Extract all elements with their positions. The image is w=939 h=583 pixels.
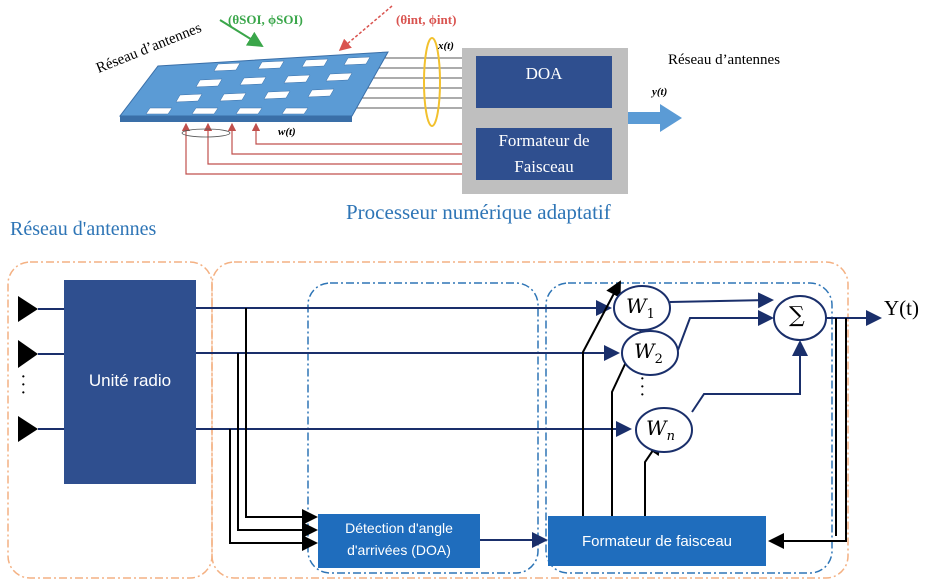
wn-to-sum <box>691 340 808 413</box>
x-label: x(t) <box>438 40 454 52</box>
soi-arrow <box>219 19 264 48</box>
antenna-ellipsis: · · · <box>21 370 26 401</box>
antenna-section-outline <box>7 261 213 579</box>
w-label: w(t) <box>278 126 296 138</box>
antenna-section-label: Réseau d'antennes <box>10 218 157 240</box>
weight-n-label: Wn <box>646 416 675 444</box>
weights-ellipsis: · · · <box>640 372 645 403</box>
doa-block-label-2: d'arrivées (DOA) <box>347 542 451 558</box>
signal-bundle-ellipse <box>423 37 441 127</box>
top-beamformer-label-2: Faisceau <box>514 157 574 176</box>
top-beamformer-box <box>476 128 612 180</box>
w1-to-sum <box>669 292 774 309</box>
int-angles-label: (θint, ϕint) <box>396 12 457 27</box>
weight-1-label: W1 <box>626 294 655 322</box>
y-label: y(t) <box>652 86 668 98</box>
interference-arrow <box>338 5 393 51</box>
weight-n-node <box>635 407 693 453</box>
output-arrow <box>628 104 682 132</box>
antenna-1-icon <box>18 296 38 322</box>
antenna-n-icon <box>18 416 38 442</box>
output-feedback-line <box>768 318 847 549</box>
doa-block <box>318 514 480 568</box>
antenna-array-edge <box>120 116 352 122</box>
summer-symbol: ∑ <box>789 303 805 328</box>
w2-to-sum <box>677 310 774 351</box>
weights-ellipse <box>181 128 231 138</box>
doa-box-label: DOA <box>525 64 563 83</box>
beamformer-block <box>548 516 766 566</box>
top-beamformer-label-1: Formateur de <box>498 131 590 150</box>
weight-2-node <box>621 330 679 376</box>
output-label: Y(t) <box>884 296 919 320</box>
beamformer-block-label: Formateur de faisceau <box>581 532 733 550</box>
doa-input-taps <box>229 308 318 551</box>
top-output-label: Réseau d’antennes <box>668 52 781 68</box>
antenna-2-icon <box>18 340 38 368</box>
doa-block-label-1: Détection d'angle <box>345 520 453 536</box>
antenna-elements <box>145 56 371 115</box>
processor-caption: Processeur numérique adaptatif <box>346 200 611 224</box>
doa-box <box>476 56 612 108</box>
processor-section-outline <box>211 261 849 579</box>
soi-angles-label: (θSOI, ϕSOI) <box>228 12 303 27</box>
radio-unit-label: Unité radio <box>88 371 172 390</box>
weight-2-label: W2 <box>634 339 663 367</box>
weight-1-node <box>613 285 671 331</box>
radio-unit-block <box>64 280 196 484</box>
